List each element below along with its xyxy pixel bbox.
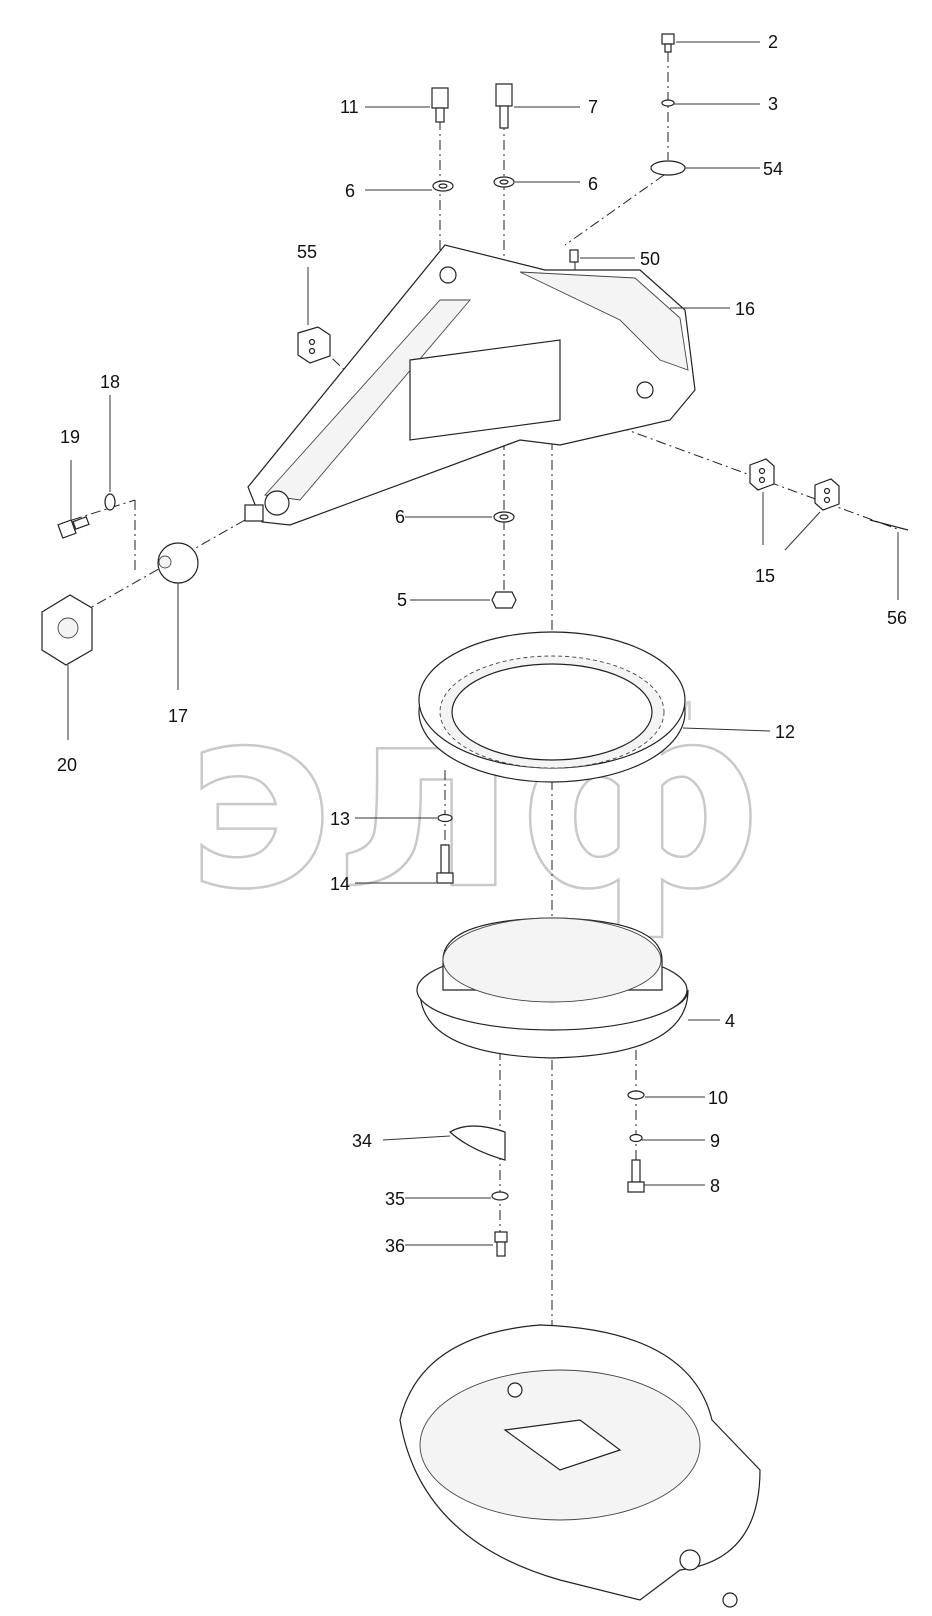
washer-3 bbox=[661, 99, 675, 107]
callout-56: 56 bbox=[887, 608, 907, 628]
cover-plate-34 bbox=[448, 1125, 506, 1161]
callout-12: 12 bbox=[775, 722, 795, 742]
bolt-36 bbox=[494, 1231, 508, 1257]
bolt-2 bbox=[661, 33, 675, 53]
callout-20: 20 bbox=[57, 755, 77, 775]
callout-13: 13 bbox=[330, 809, 350, 829]
callout-8: 8 bbox=[710, 1176, 720, 1196]
slewing-ring-12 bbox=[418, 631, 686, 783]
bolt-11 bbox=[431, 87, 449, 123]
callout-labels: 2 3 54 7 11 6 6 50 16 55 18 19 15 56 6 5… bbox=[57, 32, 907, 1256]
callout-11: 11 bbox=[340, 97, 359, 117]
bolt-7 bbox=[495, 83, 513, 129]
callout-54: 54 bbox=[763, 159, 783, 179]
callout-55: 55 bbox=[297, 242, 317, 262]
callout-5: 5 bbox=[397, 590, 407, 610]
callout-6-left: 6 bbox=[345, 181, 355, 201]
callout-36: 36 bbox=[385, 1236, 405, 1256]
washer-18 bbox=[104, 493, 116, 511]
washer-6-lower bbox=[493, 511, 515, 523]
callout-3: 3 bbox=[768, 94, 778, 114]
screw-19 bbox=[57, 516, 90, 539]
callout-6-lower: 6 bbox=[395, 507, 405, 527]
block-55 bbox=[297, 326, 331, 364]
callout-15: 15 bbox=[755, 566, 775, 586]
bolt-8 bbox=[627, 1159, 645, 1193]
callout-16: 16 bbox=[735, 299, 755, 319]
leader-lines bbox=[67, 41, 899, 1246]
callout-35: 35 bbox=[385, 1189, 405, 1209]
ring-housing-4 bbox=[416, 917, 689, 1059]
pin-56 bbox=[869, 519, 909, 531]
block-15-left bbox=[749, 458, 775, 491]
flange-20 bbox=[41, 594, 93, 666]
block-15-right bbox=[814, 478, 840, 511]
callout-10: 10 bbox=[708, 1088, 728, 1108]
callout-19: 19 bbox=[60, 427, 80, 447]
callout-14: 14 bbox=[330, 874, 350, 894]
nut-5 bbox=[491, 591, 517, 609]
base-frame bbox=[399, 1324, 761, 1608]
washer-9 bbox=[629, 1133, 643, 1143]
washer-6-right bbox=[493, 176, 515, 188]
washer-35 bbox=[491, 1191, 509, 1201]
washer-10 bbox=[627, 1090, 645, 1100]
bolt-14 bbox=[436, 844, 454, 884]
callout-4: 4 bbox=[725, 1011, 735, 1031]
callout-6-right: 6 bbox=[588, 174, 598, 194]
callout-18: 18 bbox=[100, 372, 120, 392]
callout-9: 9 bbox=[710, 1131, 720, 1151]
callout-34: 34 bbox=[352, 1131, 372, 1151]
grease-fitting-50 bbox=[569, 249, 579, 263]
washer-13 bbox=[437, 813, 453, 823]
callout-50: 50 bbox=[640, 249, 660, 269]
oring-54 bbox=[650, 160, 686, 176]
sensor-17 bbox=[157, 542, 199, 584]
callout-17: 17 bbox=[168, 706, 188, 726]
callout-7: 7 bbox=[588, 97, 598, 117]
turret-frame-16 bbox=[244, 244, 696, 526]
callout-2: 2 bbox=[768, 32, 778, 52]
washer-6-left bbox=[432, 180, 454, 192]
